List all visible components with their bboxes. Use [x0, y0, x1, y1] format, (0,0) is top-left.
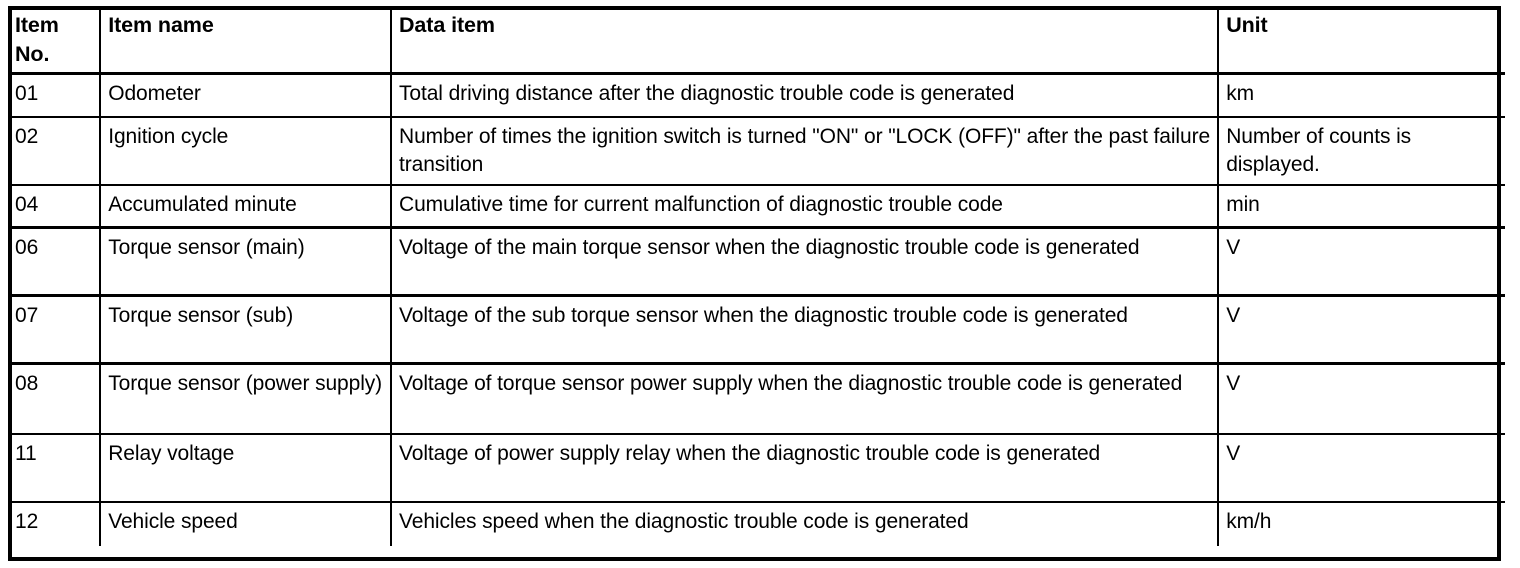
column-header-data-item-label: Data item: [399, 13, 495, 37]
table-row: 07 Torque sensor (sub) Voltage of the su…: [8, 295, 1505, 366]
cell-unit: min: [1217, 184, 1505, 230]
cell-item-name: Torque sensor (power supply): [99, 363, 391, 435]
cell-item-name: Torque sensor (main): [99, 227, 391, 298]
data-item-table: Item No. Item name Data item Unit 01 Odo…: [8, 6, 1505, 546]
item-no-value: 12: [15, 509, 39, 533]
column-header-unit: Unit: [1217, 6, 1505, 76]
cell-unit: km/h: [1217, 501, 1505, 546]
data-item-value: Cumulative time for current malfunction …: [399, 192, 1003, 216]
column-header-item-name-label: Item name: [108, 13, 214, 37]
data-item-value: Total driving distance after the diagnos…: [399, 82, 1015, 106]
cell-item-no: 04: [8, 184, 101, 230]
cell-item-no: 08: [8, 363, 101, 435]
column-header-unit-label: Unit: [1226, 13, 1268, 37]
table-row: 11 Relay voltage Voltage of power supply…: [8, 433, 1505, 503]
item-name-value: Accumulated minute: [108, 192, 297, 216]
data-item-value: Voltage of the main torque sensor when t…: [399, 236, 1140, 260]
unit-value: km: [1226, 82, 1254, 106]
item-name-value: Torque sensor (power supply): [108, 372, 383, 396]
column-header-item-no: Item No.: [8, 6, 101, 76]
cell-item-name: Torque sensor (sub): [99, 295, 391, 366]
cell-item-no: 01: [8, 73, 101, 118]
item-name-value: Relay voltage: [108, 441, 235, 465]
cell-unit: V: [1217, 433, 1505, 503]
table-header-row: Item No. Item name Data item Unit: [8, 6, 1505, 76]
data-item-value: Vehicles speed when the diagnostic troub…: [399, 509, 969, 533]
item-name-value: Torque sensor (main): [108, 236, 305, 260]
item-no-value: 06: [15, 236, 39, 260]
table-row: 02 Ignition cycle Number of times the ig…: [8, 116, 1505, 186]
cell-unit: km: [1217, 73, 1505, 118]
item-name-value: Odometer: [108, 82, 201, 106]
table-row: 04 Accumulated minute Cumulative time fo…: [8, 184, 1505, 230]
cell-data-item: Voltage of torque sensor power supply wh…: [389, 363, 1219, 435]
unit-value: V: [1226, 236, 1241, 260]
table-row: 12 Vehicle speed Vehicles speed when the…: [8, 501, 1505, 546]
data-item-value: Voltage of the sub torque sensor when th…: [399, 304, 1128, 328]
item-no-value: 04: [15, 192, 39, 216]
cell-data-item: Vehicles speed when the diagnostic troub…: [389, 501, 1219, 546]
cell-data-item: Total driving distance after the diagnos…: [389, 73, 1219, 118]
item-name-value: Ignition cycle: [108, 124, 229, 148]
cell-unit: Number of counts is displayed.: [1217, 116, 1505, 186]
unit-value: Number of counts is displayed.: [1226, 124, 1412, 176]
cell-unit: V: [1217, 363, 1505, 435]
data-item-value: Voltage of torque sensor power supply wh…: [399, 372, 1183, 396]
cell-unit: V: [1217, 227, 1505, 298]
cell-item-name: Accumulated minute: [99, 184, 391, 230]
unit-value: min: [1226, 192, 1260, 216]
column-header-data-item: Data item: [389, 6, 1219, 76]
table-row: 06 Torque sensor (main) Voltage of the m…: [8, 227, 1505, 298]
item-no-value: 08: [15, 372, 39, 396]
cell-item-name: Odometer: [99, 73, 391, 118]
table-header: Item No. Item name Data item Unit: [8, 6, 1505, 76]
cell-item-name: Ignition cycle: [99, 116, 391, 186]
table-row: 01 Odometer Total driving distance after…: [8, 73, 1505, 118]
cell-item-no: 12: [8, 501, 101, 546]
cell-item-name: Relay voltage: [99, 433, 391, 503]
item-no-value: 02: [15, 124, 39, 148]
column-header-item-no-label: Item No.: [15, 13, 59, 66]
unit-value: V: [1226, 441, 1241, 465]
item-no-value: 11: [15, 441, 37, 465]
cell-data-item: Voltage of the sub torque sensor when th…: [389, 295, 1219, 366]
unit-value: km/h: [1226, 509, 1272, 533]
table-row: 08 Torque sensor (power supply) Voltage …: [8, 363, 1505, 435]
cell-data-item: Cumulative time for current malfunction …: [389, 184, 1219, 230]
cell-item-name: Vehicle speed: [99, 501, 391, 546]
item-name-value: Torque sensor (sub): [108, 304, 294, 328]
cell-data-item: Number of times the ignition switch is t…: [389, 116, 1219, 186]
unit-value: V: [1226, 372, 1241, 396]
data-item-value: Voltage of power supply relay when the d…: [399, 441, 1101, 465]
cell-item-no: 06: [8, 227, 101, 298]
table-body: 01 Odometer Total driving distance after…: [8, 73, 1505, 546]
unit-value: V: [1226, 304, 1241, 328]
column-header-item-name: Item name: [99, 6, 391, 76]
cell-unit: V: [1217, 295, 1505, 366]
data-item-value: Number of times the ignition switch is t…: [399, 124, 1211, 176]
cell-data-item: Voltage of power supply relay when the d…: [389, 433, 1219, 503]
cell-data-item: Voltage of the main torque sensor when t…: [389, 227, 1219, 298]
item-no-value: 07: [15, 304, 39, 328]
cell-item-no: 11: [8, 433, 101, 503]
item-no-value: 01: [15, 82, 39, 106]
cell-item-no: 07: [8, 295, 101, 366]
cell-item-no: 02: [8, 116, 101, 186]
item-name-value: Vehicle speed: [108, 509, 238, 533]
